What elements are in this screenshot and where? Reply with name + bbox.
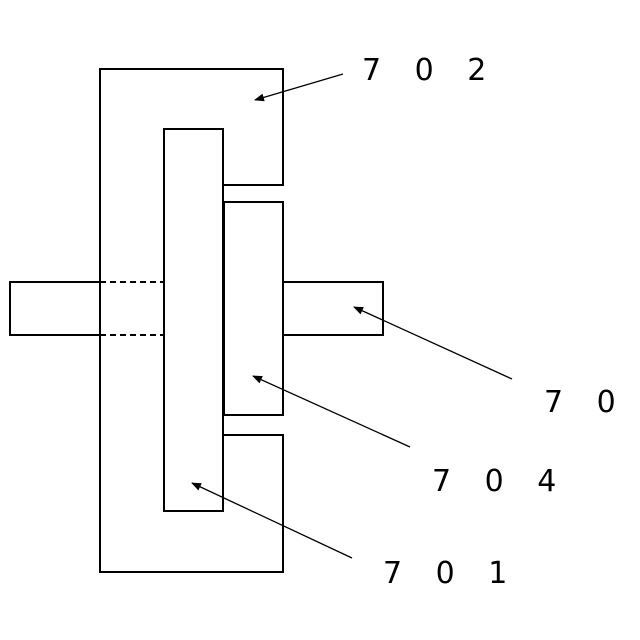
label-702: 7 0 2 (362, 53, 498, 88)
label-704: 7 0 4 (432, 464, 568, 499)
part-703-bar-right (283, 282, 383, 335)
leader-703 (354, 307, 512, 379)
label-703: 7 0 3 (544, 385, 640, 420)
part-704-block (224, 202, 283, 415)
part-703-bar-left (10, 282, 100, 335)
part-701-plate (164, 129, 223, 511)
label-701: 7 0 1 (383, 556, 519, 591)
